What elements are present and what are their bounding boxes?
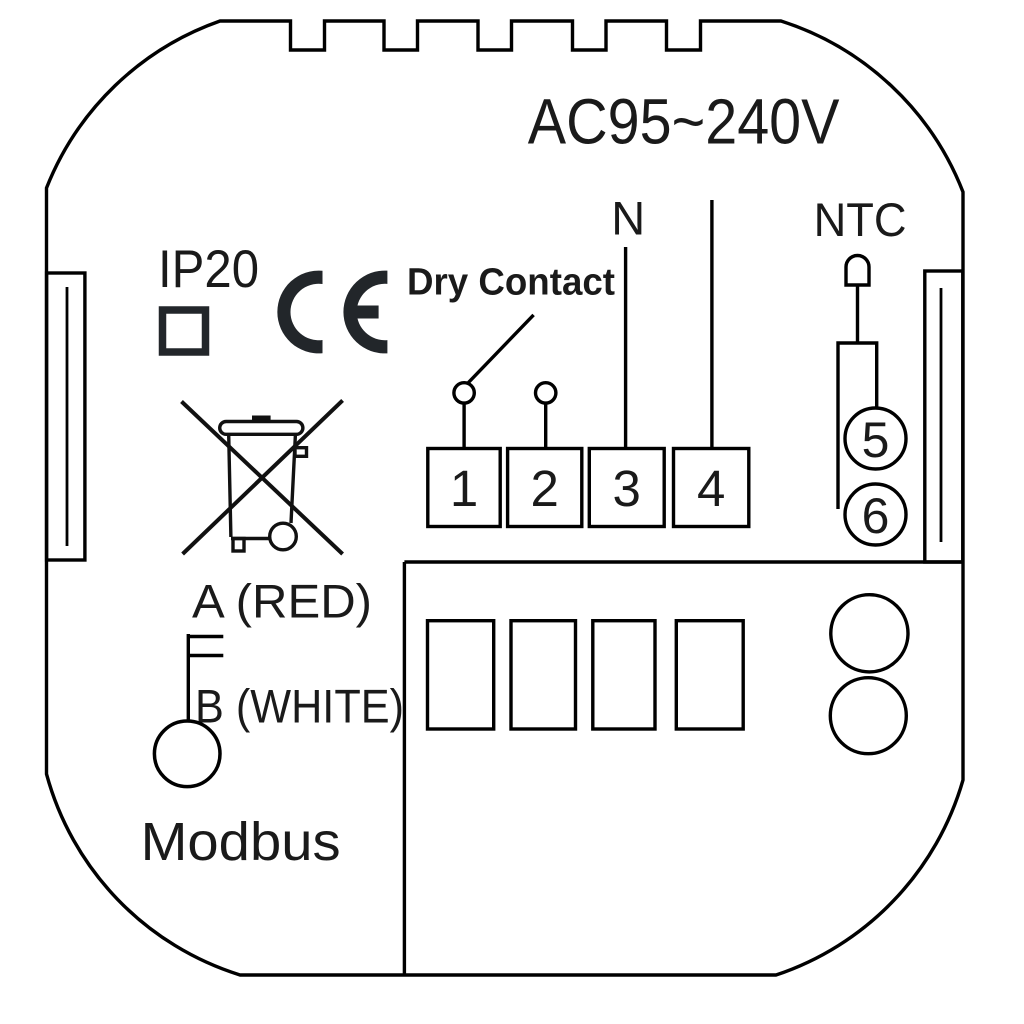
svg-text:5: 5 [862, 412, 890, 468]
svg-text:3: 3 [613, 460, 641, 517]
svg-text:B (WHITE): B (WHITE) [195, 680, 404, 733]
svg-text:NTC: NTC [814, 193, 907, 246]
svg-text:4: 4 [697, 460, 725, 517]
svg-text:Modbus: Modbus [141, 812, 341, 872]
svg-text:N: N [611, 191, 645, 244]
svg-text:1: 1 [450, 460, 478, 517]
svg-text:6: 6 [862, 488, 890, 544]
svg-text:AC95~240V: AC95~240V [528, 86, 840, 158]
svg-text:2: 2 [531, 460, 559, 517]
svg-text:IP20: IP20 [158, 240, 259, 299]
svg-text:A (RED): A (RED) [192, 575, 372, 628]
svg-text:Dry Contact: Dry Contact [407, 262, 615, 304]
